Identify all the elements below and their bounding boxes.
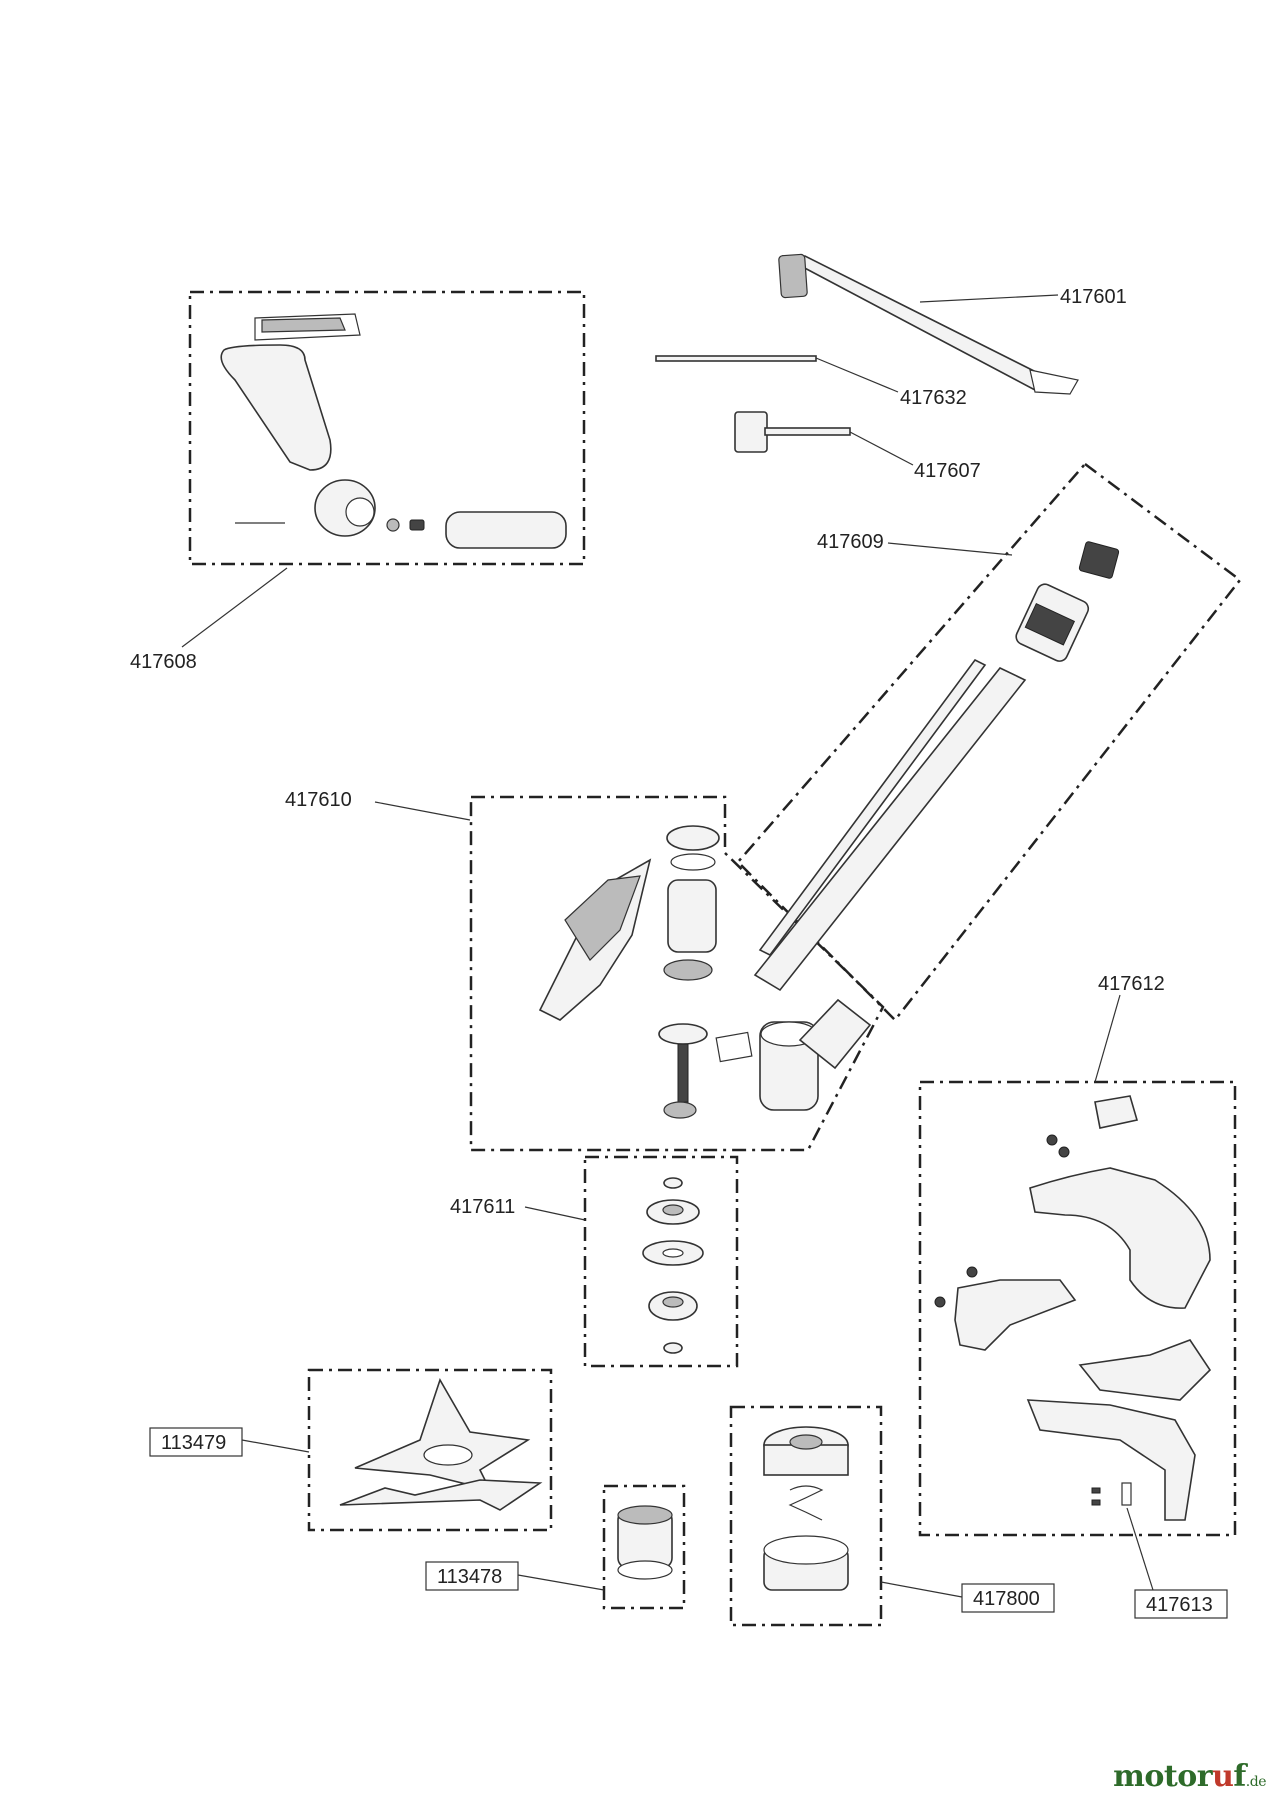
group-box-417608 — [188, 290, 586, 566]
callout-113479: 113479 — [161, 1432, 226, 1454]
leader-113478 — [517, 1574, 605, 1591]
part-417609-motor — [753, 541, 1120, 992]
callout-113478: 113478 — [437, 1566, 502, 1588]
leader-113479 — [241, 1439, 310, 1453]
part-417800-trimmer-head — [763, 1426, 849, 1591]
callout-417607: 417607 — [914, 460, 981, 482]
brand-end: f — [1233, 1759, 1246, 1794]
part-417610-gearbox — [538, 825, 872, 1119]
brand-suffix: .de — [1245, 1774, 1267, 1790]
callout-417611: 417611 — [450, 1196, 515, 1218]
callout-box-113479 — [149, 1427, 243, 1457]
leader-417800 — [880, 1581, 963, 1598]
group-box-417611 — [583, 1155, 739, 1368]
callout-box-417800 — [961, 1583, 1055, 1613]
callout-417612: 417612 — [1098, 973, 1165, 995]
group-box-113478 — [602, 1484, 686, 1610]
part-417611-washers — [642, 1177, 704, 1354]
part-417612-guard — [934, 1095, 1212, 1521]
leader-417612 — [1094, 994, 1121, 1083]
callout-417613: 417613 — [1146, 1594, 1213, 1616]
part-417613-line-cutter — [1091, 1482, 1132, 1506]
callout-417800: 417800 — [973, 1588, 1040, 1610]
leader-417613 — [1126, 1507, 1154, 1591]
leader-417632 — [815, 357, 899, 393]
group-box-417800 — [729, 1405, 883, 1627]
leader-417609 — [887, 542, 1013, 556]
callout-417609: 417609 — [817, 531, 884, 553]
callout-417601: 417601 — [1060, 286, 1127, 308]
leader-417608 — [181, 567, 288, 648]
group-box-113479 — [307, 1368, 553, 1532]
leader-417601 — [919, 294, 1059, 303]
group-box-417612 — [918, 1080, 1237, 1537]
brand-watermark: motoruf.de — [1113, 1759, 1266, 1794]
callout-417632: 417632 — [900, 387, 967, 409]
part-113478-adapter — [617, 1505, 673, 1580]
callout-box-417613 — [1134, 1589, 1228, 1619]
callout-417610: 417610 — [285, 789, 352, 811]
leader-417611 — [524, 1206, 586, 1221]
brand-accent: u — [1212, 1759, 1234, 1794]
group-box-417610 — [469, 795, 885, 1152]
part-417607-wrench — [734, 411, 851, 453]
callout-417608: 417608 — [130, 651, 197, 673]
part-113479-blade — [339, 1378, 543, 1511]
part-417601-shaft — [778, 253, 1079, 395]
group-box-417609 — [736, 462, 1242, 1022]
brand-main: motor — [1113, 1759, 1213, 1794]
leader-417607 — [849, 431, 914, 466]
part-417608-handle — [220, 313, 567, 549]
part-417632-rod — [655, 355, 817, 362]
leader-417610 — [374, 801, 471, 821]
callout-box-113478 — [425, 1561, 519, 1591]
